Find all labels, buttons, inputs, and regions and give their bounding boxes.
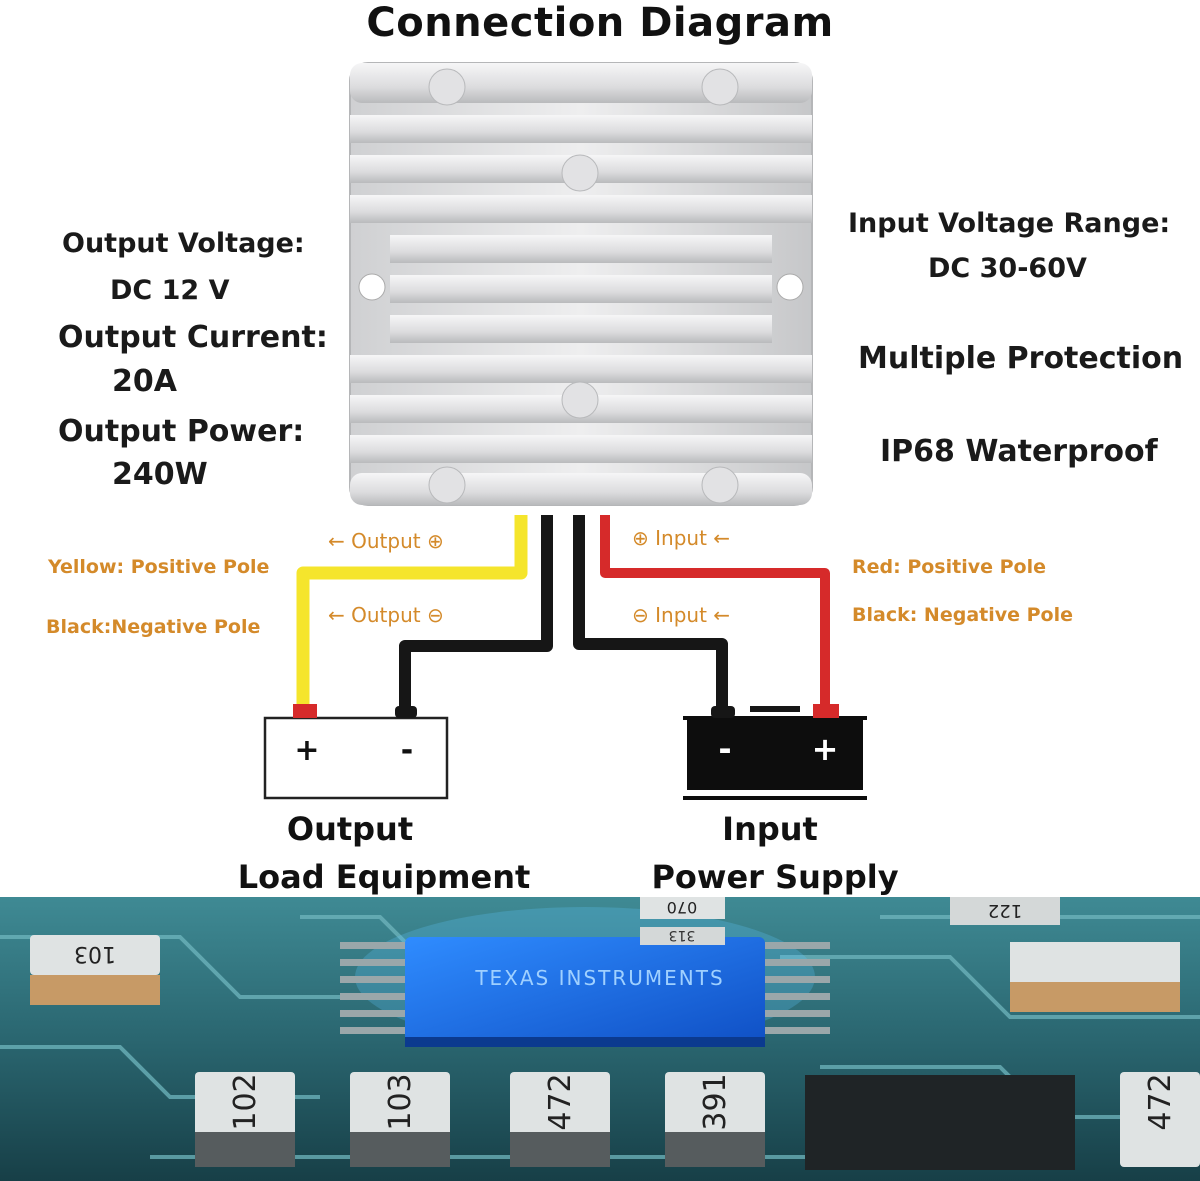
load-plus-text: + [294,733,319,768]
yellow-wire [296,515,528,708]
pcb-background-image: TEXAS INSTRUMENTS 103 070 313 122 102 10… [0,897,1200,1181]
minus-circle-icon: ⊖ [632,603,649,627]
resistor-code-text: 070 [667,898,698,917]
load-positive-terminal [293,704,317,718]
arrow-left-icon: ← [328,603,345,627]
battery-negative-terminal [711,706,735,718]
black-output-wire [399,515,553,710]
waterproof-label: IP68 Waterproof [880,434,1158,469]
page-title: Connection Diagram [366,0,834,46]
chip [405,937,765,1047]
resistor-code-text: 103 [74,941,116,966]
input-positive-label: ⊕ Input ← [632,526,731,550]
top-resistors: 103 070 313 122 [30,897,1180,1012]
output-device-subtitle: Load Equipment [237,858,531,896]
bottom-resistors: 102 103 472 391 472 [195,1072,1200,1170]
input-negative-label: ⊖ Input ← [632,603,731,627]
black-right-pole-label: Black: Negative Pole [852,604,1073,626]
red-wire [600,515,830,708]
resistor-code-text: 391 [698,1073,733,1130]
minus-circle-icon: ⊖ [426,603,444,627]
black-input-wire [573,515,728,708]
output-voltage-label: Output Voltage: [62,228,305,259]
yellow-pole-label: Yellow: Positive Pole [48,556,270,578]
output-device-title: Output [286,810,414,848]
battery-box [687,720,863,790]
input-voltage-value: DC 30-60V [928,253,1087,284]
output-current-value: 20A [112,364,177,399]
arrow-left-icon: ← [713,526,731,550]
input-device-subtitle: Power Supply [651,858,899,896]
black-left-pole-label: Black:Negative Pole [46,616,261,638]
converter-module-illustration [349,62,813,506]
resistor-code-text: 122 [988,900,1022,921]
output-negative-label: ← Output ⊖ [328,603,444,627]
red-pole-label: Red: Positive Pole [852,556,1046,578]
input-voltage-label: Input Voltage Range: [848,208,1171,239]
battery-plus-text: + [812,730,839,768]
output-voltage-value: DC 12 V [110,275,230,306]
chip-brand-text: TEXAS INSTRUMENTS [474,966,724,990]
resistor-code-text: 472 [1143,1073,1178,1130]
battery-positive-terminal [813,704,839,718]
load-negative-terminal [395,706,417,718]
battery-bridge-bar [750,706,800,712]
load-equipment-box [263,716,449,800]
resistor-code-text: 102 [228,1073,263,1130]
input-device-title: Input [722,810,818,848]
load-minus-text: - [401,733,413,768]
output-current-label: Output Current: [58,320,328,355]
battery-minus-text: - [718,730,731,768]
resistor-code-text: 103 [383,1073,418,1130]
protection-label: Multiple Protection [858,341,1184,376]
arrow-left-icon: ← [328,529,345,553]
resistor-code-text: 313 [669,927,696,943]
arrow-left-icon: ← [713,603,731,627]
output-power-value: 240W [112,457,208,492]
output-power-label: Output Power: [58,414,305,449]
wiring-diagram: + - - + [263,515,867,800]
resistor-code-text: 472 [543,1073,578,1130]
plus-circle-icon: ⊕ [632,526,649,550]
output-positive-label: ← Output ⊕ [328,529,444,553]
plus-circle-icon: ⊕ [426,529,444,553]
